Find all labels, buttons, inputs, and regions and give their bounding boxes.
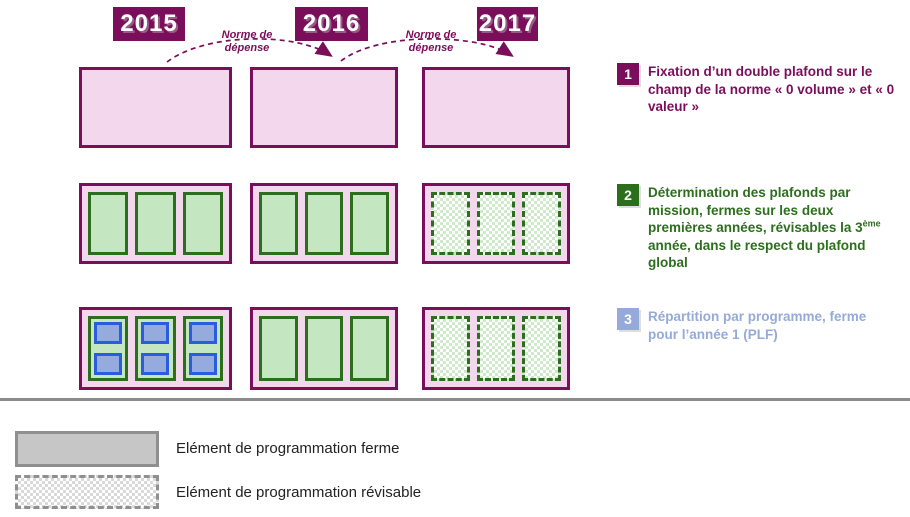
mission-box (88, 192, 129, 255)
arrow-label-norme-de-depense-2: Norme de dépense (405, 29, 457, 54)
annotation-2: 2 Détermination des plafonds par mission… (617, 184, 896, 272)
programme-box (141, 322, 170, 344)
annotation-2-text: Détermination des plafonds par mission, … (648, 184, 896, 272)
programme-box (94, 353, 123, 375)
annotation-2-text-end: année, dans le respect du plafond global (648, 237, 866, 271)
annotation-2-superscript: ème (862, 218, 881, 229)
arrow-label-norme-de-depense-1: Norme de dépense (221, 29, 273, 54)
programme-box (188, 353, 217, 375)
annotation-1-text: Fixation d’un double plafond sur le cham… (648, 64, 895, 114)
programme-box (94, 322, 123, 344)
annotation-3-number-badge: 3 (617, 308, 639, 330)
year-header-2016: 2016 (295, 7, 368, 41)
annotation-2-number-badge: 2 (617, 184, 639, 206)
mission-box-with-programmes (135, 316, 176, 381)
cell-programmes-2016 (250, 307, 398, 390)
legend-separator-line (0, 398, 910, 401)
cell-plafonds-mission-2015 (79, 183, 232, 264)
year-header-2017: 2017 (477, 7, 538, 41)
annotation-2-text-start: Détermination des plafonds par mission, … (648, 185, 863, 235)
mission-box (259, 192, 298, 255)
mission-box-revisable (431, 192, 470, 255)
legend-label-ferme: Elément de programmation ferme (176, 440, 400, 457)
cell-programmes-2015 (79, 307, 232, 390)
mission-box-revisable (522, 192, 562, 255)
annotation-1-number-badge: 1 (617, 63, 639, 85)
cell-plafond-global-2017 (422, 67, 570, 148)
mission-box (259, 316, 298, 381)
annotation-1: 1 Fixation d’un double plafond sur le ch… (617, 63, 896, 116)
mission-box-with-programmes (88, 316, 129, 381)
legend-swatch-ferme (15, 431, 159, 467)
mission-box-with-programmes (182, 316, 223, 381)
annotation-3: 3 Répartition par programme, ferme pour … (617, 308, 896, 343)
mission-box (350, 192, 390, 255)
legend-label-revisable: Elément de programmation révisable (176, 484, 422, 501)
cell-plafonds-mission-2016 (250, 183, 398, 264)
mission-box-revisable (476, 192, 516, 255)
mission-box-revisable (476, 316, 516, 381)
year-header-2015: 2015 (113, 7, 185, 41)
cell-programmes-2017 (422, 307, 570, 390)
mission-box (304, 192, 344, 255)
mission-box (135, 192, 176, 255)
mission-box-revisable (431, 316, 470, 381)
annotation-3-text: Répartition par programme, ferme pour l’… (648, 309, 867, 342)
cell-plafond-global-2016 (250, 67, 398, 148)
programme-box (141, 353, 170, 375)
mission-box (304, 316, 344, 381)
mission-box-revisable (522, 316, 562, 381)
cell-plafonds-mission-2017 (422, 183, 570, 264)
mission-box (350, 316, 390, 381)
programme-box (188, 322, 217, 344)
legend-swatch-revisable (15, 475, 159, 509)
mission-box (182, 192, 223, 255)
cell-plafond-global-2015 (79, 67, 232, 148)
